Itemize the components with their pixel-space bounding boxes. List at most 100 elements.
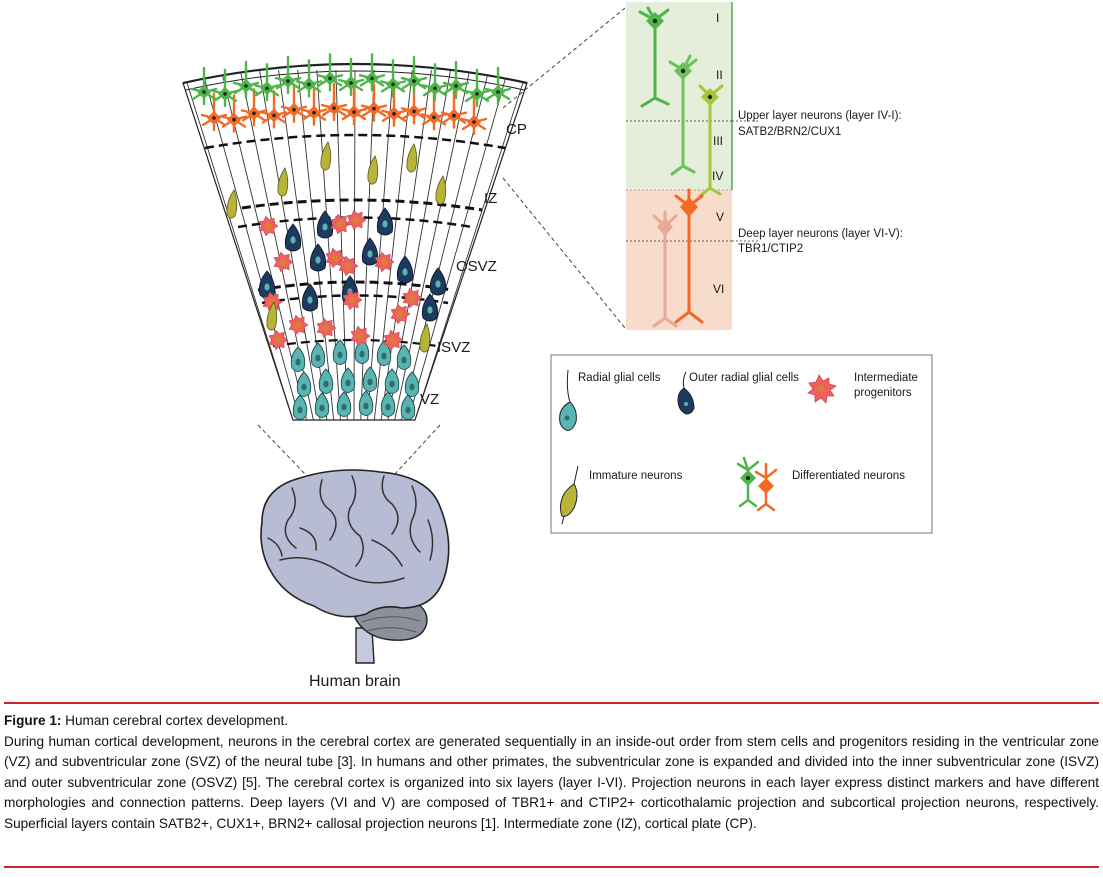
cortical-plate-neuron <box>340 86 368 126</box>
cortical-plate-neuron <box>400 55 428 95</box>
radial-glia-cell <box>310 342 326 368</box>
immature-neuron-cell <box>435 175 447 205</box>
caption-body: During human cortical development, neuro… <box>4 733 1099 831</box>
intermediate-progenitor-cell <box>288 314 309 336</box>
immature-neuron-cell <box>320 141 332 171</box>
cortical-plate-neuron <box>379 59 407 98</box>
cortical-plate-neuron <box>421 63 449 102</box>
intermediate-progenitor-cell <box>338 255 359 277</box>
cortical-plate-neuron <box>232 60 260 100</box>
radial-glia-cell <box>380 391 396 417</box>
radial-glia-cell <box>362 366 378 392</box>
cortical-plate-neuron <box>400 86 428 125</box>
outer-radial-glia-cell <box>361 237 379 266</box>
radial-fiber <box>407 69 509 420</box>
layer-label-ii: II <box>716 68 723 82</box>
radial-fiber <box>297 69 335 420</box>
cortical-plate-neuron <box>300 87 328 126</box>
caption-label: Figure 1: <box>4 713 62 728</box>
outer-radial-glia-cell <box>258 270 276 299</box>
cortical-plate-neuron <box>190 66 218 106</box>
cortical-plate-neuron <box>320 82 348 122</box>
immature-neuron-cell <box>419 323 431 353</box>
layer-panel: I II III IV V VI <box>626 2 760 330</box>
cortical-plate-neuron <box>253 63 281 102</box>
figure-caption: Figure 1: Human cerebral cortex developm… <box>4 711 1099 834</box>
layer-label-i: I <box>716 11 719 25</box>
radial-glia-cell <box>292 394 308 420</box>
zone-label-osvz: OSVZ <box>456 258 497 275</box>
upper-layer-title: Upper layer neurons (layer IV-I): <box>738 110 902 122</box>
cortical-plate-neuron <box>440 90 468 129</box>
radial-glia-cell <box>400 394 416 420</box>
zoom-lines <box>257 7 626 475</box>
deep-layer-title: Deep layer neurons (layer VI-V): <box>738 228 903 240</box>
radial-glia-cell <box>358 390 374 416</box>
layer-label-iii: III <box>713 134 723 148</box>
cortical-plate-neuron <box>211 68 239 108</box>
cortex-development-figure: CP IZ OSVZ ISVZ VZ Human brain <box>182 2 933 690</box>
radial-glia-cell <box>404 371 420 397</box>
cortical-plate-neuron <box>280 84 308 123</box>
cortical-plate-neuron <box>460 96 488 136</box>
intermediate-progenitor-cell <box>258 215 279 237</box>
cortical-plate-neuron <box>240 88 268 127</box>
radial-glia-cell <box>384 368 400 394</box>
intermediate-progenitor-cell <box>346 209 367 231</box>
legend-intermediate-line1: Intermediate <box>854 372 918 384</box>
layer-label-v: V <box>716 210 724 224</box>
caption-title: Human cerebral cortex development. <box>61 713 289 728</box>
caption-top-rule <box>4 702 1099 704</box>
cortical-plate-neuron <box>220 94 248 133</box>
radial-fiber <box>201 69 301 420</box>
outer-radial-glia-cell <box>376 207 394 236</box>
upper-layer-markers: SATB2/BRN2/CUX1 <box>738 126 841 138</box>
immature-neuron-cell <box>226 189 238 219</box>
zone-label-vz: VZ <box>420 391 439 408</box>
cortical-plate-neuron <box>360 83 388 122</box>
legend-differentiated: Differentiated neurons <box>792 470 905 482</box>
intermediate-progenitor-cell <box>402 287 423 309</box>
intermediate-progenitor-cell <box>273 251 294 273</box>
legend-outer-radial-glial: Outer radial glial cells <box>689 372 799 384</box>
cortical-plate-neuron <box>358 53 386 92</box>
radial-fiber <box>353 69 356 420</box>
legend-immature: Immature neurons <box>589 470 683 482</box>
radial-fiber <box>183 69 294 420</box>
brain-illustration <box>260 469 450 664</box>
layer-label-vi: VI <box>713 282 724 296</box>
intermediate-progenitor-cell <box>268 329 289 351</box>
intermediate-progenitor-cell <box>330 213 351 235</box>
cortical-plate-neuron <box>295 59 323 98</box>
intermediate-progenitor-cell <box>350 325 371 347</box>
cortical-plate-neuron <box>484 66 512 106</box>
outer-radial-glia-cell <box>309 243 327 272</box>
immature-neuron-cell <box>367 155 379 185</box>
deep-layer-neurons <box>652 188 704 328</box>
cortical-plate-neuron <box>380 88 408 127</box>
cortical-plate-neuron <box>316 53 344 92</box>
outer-radial-glia-cell <box>284 223 302 252</box>
cortical-plate-neuron <box>274 55 302 95</box>
cortical-plate-neuron <box>442 60 470 100</box>
legend-radial-glial: Radial glial cells <box>578 372 661 384</box>
wedge-cells <box>190 53 512 420</box>
outer-radial-glial-cell-icon <box>677 371 695 415</box>
differentiated-neurons-icon <box>736 456 778 512</box>
immature-neuron-cell <box>406 143 418 173</box>
radial-glia-cell <box>314 392 330 418</box>
brain-label: Human brain <box>309 673 401 690</box>
radial-glia-cell <box>318 368 334 394</box>
intermediate-progenitor-cell <box>390 303 411 325</box>
cortical-plate-neuron <box>200 92 228 132</box>
radial-fiber <box>367 69 394 420</box>
zone-label-cp: CP <box>506 121 527 138</box>
cortical-plate-neuron <box>463 68 491 108</box>
cortex-wedge <box>182 53 528 421</box>
cortical-plate-neuron <box>337 57 365 97</box>
intermediate-progenitor-cell <box>374 251 395 273</box>
immature-neuron-cell <box>277 167 289 197</box>
outer-radial-glia-cell <box>316 210 334 239</box>
immature-neuron-cell <box>266 301 278 331</box>
radial-glial-cell-icon <box>559 369 577 431</box>
